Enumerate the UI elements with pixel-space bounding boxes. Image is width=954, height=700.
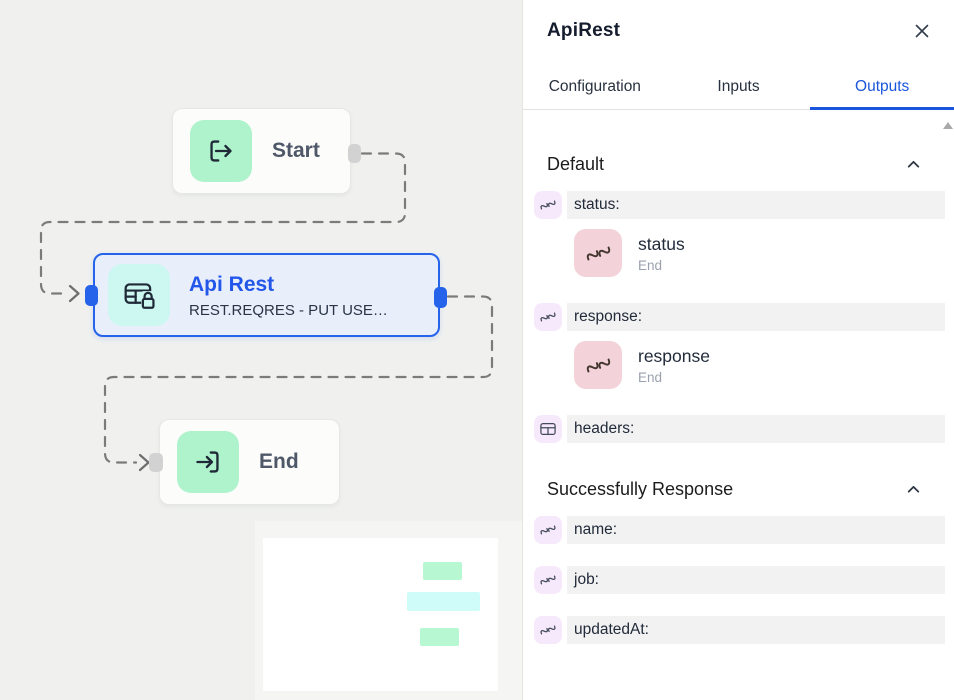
minimap[interactable] — [255, 521, 522, 700]
panel-header: ApiRest — [523, 0, 954, 42]
field-value[interactable]: status: — [567, 191, 945, 219]
panel-title: ApiRest — [547, 20, 621, 41]
edge-arrowhead — [68, 284, 80, 303]
string-type-icon — [534, 566, 562, 594]
ref-name: response — [638, 345, 710, 366]
string-type-icon — [534, 191, 562, 219]
node-details-panel: ApiRest Configuration Inputs Outputs Def… — [522, 0, 954, 700]
field-value[interactable]: headers: — [567, 415, 945, 443]
node-api-rest-title: Api Rest — [189, 272, 275, 296]
node-end-label: End — [259, 450, 299, 473]
section-successfully-response: Successfully Response name: — [534, 479, 945, 644]
table-lock-icon — [108, 264, 170, 326]
edge-arrowhead — [138, 453, 150, 472]
field-value[interactable]: name: — [567, 516, 945, 544]
string-type-icon — [534, 303, 562, 331]
ref-card-status[interactable]: status End — [574, 229, 945, 277]
minimap-node-start — [423, 562, 462, 580]
minimap-node-apirest — [407, 592, 480, 611]
tab-bar: Configuration Inputs Outputs — [523, 69, 954, 110]
section-title: Default — [547, 154, 605, 174]
section-title: Successfully Response — [547, 479, 734, 499]
string-type-icon — [534, 616, 562, 644]
output-field-updatedAt[interactable]: updatedAt: — [534, 616, 945, 644]
ref-name: status — [638, 233, 685, 254]
string-type-icon — [574, 229, 622, 277]
close-icon[interactable] — [912, 21, 932, 41]
node-start-label: Start — [272, 139, 320, 162]
handle-apirest-input[interactable] — [85, 285, 98, 306]
node-end[interactable]: End — [159, 419, 340, 505]
minimap-viewport — [263, 538, 498, 691]
string-type-icon — [534, 516, 562, 544]
end-enter-icon — [177, 431, 239, 493]
node-api-rest[interactable]: Api Rest REST.REQRES - PUT USE… — [93, 253, 440, 337]
node-api-rest-subtitle: REST.REQRES - PUT USE… — [189, 301, 388, 319]
outputs-content: Default status: — [523, 110, 954, 700]
section-success-header[interactable]: Successfully Response — [534, 479, 945, 500]
output-field-response[interactable]: response: — [534, 303, 945, 331]
output-field-name[interactable]: name: — [534, 516, 945, 544]
table-type-icon — [534, 415, 562, 443]
string-type-icon — [574, 341, 622, 389]
tab-inputs[interactable]: Inputs — [717, 78, 760, 95]
field-value[interactable]: updatedAt: — [567, 616, 945, 644]
handle-end-input[interactable] — [149, 453, 163, 472]
minimap-node-end — [420, 628, 459, 646]
handle-apirest-output[interactable] — [434, 287, 447, 308]
handle-start-output[interactable] — [348, 144, 361, 163]
tab-outputs[interactable]: Outputs — [810, 69, 954, 110]
ref-card-response[interactable]: response End — [574, 341, 945, 389]
field-value[interactable]: job: — [567, 566, 945, 594]
field-value[interactable]: response: — [567, 303, 945, 331]
start-exit-icon — [190, 120, 252, 182]
output-field-job[interactable]: job: — [534, 566, 945, 594]
ref-source: End — [638, 257, 663, 273]
output-field-status[interactable]: status: — [534, 191, 945, 219]
output-field-headers[interactable]: headers: — [534, 415, 945, 443]
ref-source: End — [638, 369, 663, 385]
chevron-up-icon[interactable] — [904, 481, 922, 499]
chevron-up-icon[interactable] — [904, 156, 922, 174]
section-default-header[interactable]: Default — [534, 154, 945, 175]
section-default: Default status: — [534, 154, 945, 443]
tab-configuration[interactable]: Configuration — [548, 78, 641, 95]
node-start[interactable]: Start — [172, 108, 351, 194]
scrollbar-up-arrow[interactable] — [943, 122, 953, 129]
flow-canvas[interactable]: Start Api Rest REST.REQRES - PUT USE… En… — [0, 0, 522, 700]
